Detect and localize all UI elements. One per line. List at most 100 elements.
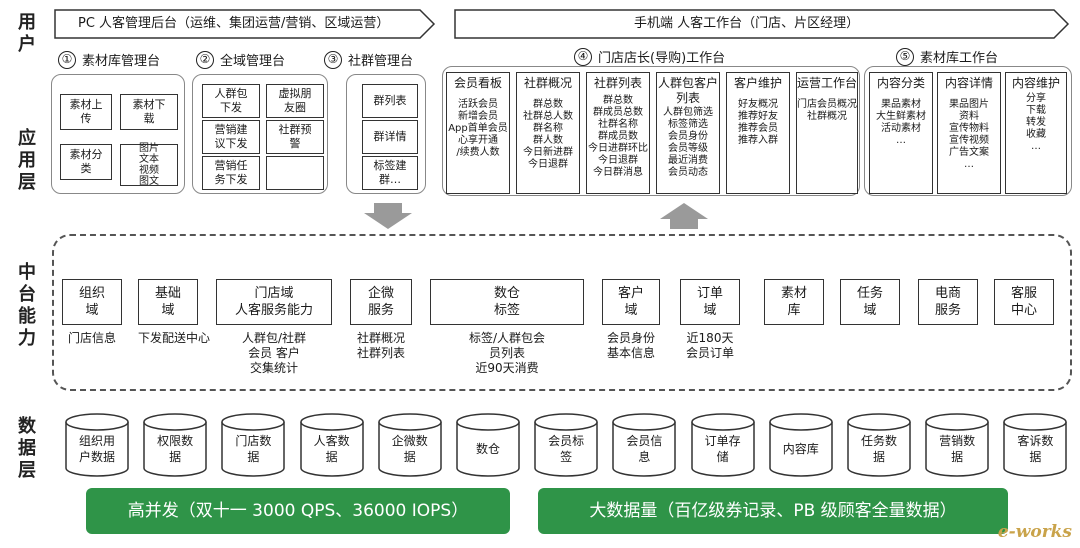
community-mgmt-item[interactable]: 群详情: [362, 120, 418, 154]
database-label: 会员标 签: [548, 434, 585, 464]
database-label: 内容库: [782, 442, 819, 456]
store-column-body: 群总数 群成员总数 社群名称 群成员数 今日进群环比 今日退群 今日群消息: [588, 95, 648, 178]
database-label: 人客数 据: [313, 434, 350, 464]
section-title-store-workbench: ④ 门店店长(导购)工作台: [574, 47, 725, 66]
community-mgmt-item[interactable]: 群列表: [362, 84, 418, 118]
store-column-header: 人群包客户 列表: [657, 76, 718, 105]
global-mgmt-item-empty: [266, 156, 324, 190]
database-cylinder: 订单存 储: [690, 412, 756, 478]
middle-box[interactable]: 素材 库: [764, 279, 824, 325]
section-number: ③: [324, 50, 342, 69]
cylinder-shape: [769, 413, 833, 477]
section-number: ④: [574, 47, 592, 66]
middle-box[interactable]: 数仓 标签: [430, 279, 584, 325]
database-label: 企微数 据: [391, 434, 428, 464]
store-column-body: 群总数 社群总人数 群名称 群人数 今日新进群 今日退群: [523, 99, 573, 170]
section-title-community-mgmt: ③ 社群管理台: [324, 50, 413, 69]
material-mgmt-item[interactable]: 素材下 载: [120, 94, 178, 130]
database-cylinder: 权限数 据: [142, 412, 208, 478]
cylinder-shape: [847, 413, 911, 477]
database-label: 营销数 据: [939, 434, 976, 464]
material-ws-column[interactable]: 内容详情 果品图片 资料 宣传物料 宣传视频 广告文案 …: [937, 72, 1001, 194]
material-mgmt-item[interactable]: 素材分 类: [60, 144, 112, 180]
material-ws-column[interactable]: 内容分类 果品素材 大生鲜素材 活动素材 …: [869, 72, 933, 194]
store-column-body: 好友概况 推荐好友 推荐会员 推荐入群: [738, 99, 778, 146]
material-mgmt-item[interactable]: 图片 文本 视频 图文: [120, 143, 178, 187]
store-column[interactable]: 运营工作台 门店会员概况 社群概况: [796, 72, 858, 194]
material-ws-column-body: 分享 下载 转发 收藏 …: [1026, 93, 1046, 152]
database-label: 权限数 据: [157, 434, 194, 464]
middle-box[interactable]: 企微 服务: [350, 279, 412, 325]
layer-label-middle: 中台能力: [18, 262, 36, 349]
middle-caption: 标签/人群包会 员列表 近90天消费: [468, 331, 546, 375]
database-label: 会员信 息: [626, 434, 663, 464]
cylinder-shape: [456, 413, 520, 477]
global-mgmt-item[interactable]: 营销任 务下发: [202, 156, 260, 190]
up-arrow-icon: [660, 203, 708, 229]
layer-label-application: 应用层: [18, 128, 36, 193]
database-cylinder: 内容库: [768, 412, 834, 478]
cylinder-shape: [65, 413, 129, 477]
database-cylinder: 企微数 据: [377, 412, 443, 478]
database-cylinder: 会员标 签: [533, 412, 599, 478]
middle-box[interactable]: 组织 域: [62, 279, 122, 325]
cylinder-shape: [1003, 413, 1068, 477]
database-cylinder: 人客数 据: [299, 412, 365, 478]
database-label: 任务数 据: [860, 434, 897, 464]
store-column[interactable]: 客户维护 好友概况 推荐好友 推荐会员 推荐入群: [726, 72, 790, 194]
store-column-header: 社群列表: [593, 76, 642, 90]
database-cylinder: 营销数 据: [924, 412, 990, 478]
middle-box[interactable]: 门店域 人客服务能力: [216, 279, 332, 325]
material-ws-column[interactable]: 内容维护 分享 下载 转发 收藏 …: [1005, 72, 1067, 194]
section-title-text: 全域管理台: [220, 54, 286, 69]
global-mgmt-item[interactable]: 人群包 下发: [202, 84, 260, 118]
material-ws-column-header: 内容详情: [944, 76, 993, 90]
footer-high-concurrency: 高并发（双十一 3000 QPS、36000 IOPS）: [86, 488, 510, 534]
middle-box[interactable]: 客服 中心: [994, 279, 1054, 325]
ework-logo: e-works: [997, 522, 1072, 542]
database-cylinder: 数仓: [455, 412, 521, 478]
middle-box[interactable]: 订单 域: [680, 279, 740, 325]
section-title-text: 门店店长(导购)工作台: [598, 51, 726, 66]
middle-box[interactable]: 电商 服务: [918, 279, 978, 325]
store-column-body: 活跃会员 新增会员 App首单会员 心享开通 /续费人数: [448, 99, 508, 158]
community-mgmt-item[interactable]: 标签建 群…: [362, 156, 418, 190]
store-column[interactable]: 社群概况 群总数 社群总人数 群名称 群人数 今日新进群 今日退群: [516, 72, 580, 194]
middle-box[interactable]: 客户 域: [602, 279, 660, 325]
material-ws-column-header: 内容分类: [876, 76, 925, 90]
material-ws-column-body: 果品素材 大生鲜素材 活动素材 …: [876, 99, 926, 146]
store-column-body: 门店会员概况 社群概况: [797, 99, 857, 122]
cylinder-shape: [299, 413, 364, 477]
footer-big-data: 大数据量（百亿级券记录、PB 级顾客全量数据）: [538, 488, 1008, 534]
middle-box[interactable]: 任务 域: [840, 279, 900, 325]
store-column[interactable]: 会员看板 活跃会员 新增会员 App首单会员 心享开通 /续费人数: [446, 72, 510, 194]
database-label: 数仓: [475, 442, 500, 456]
middle-caption: 近180天 会员订单: [685, 331, 734, 360]
section-title-text: 社群管理台: [348, 54, 414, 69]
material-ws-column-body: 果品图片 资料 宣传物料 宣传视频 广告文案 …: [949, 99, 989, 170]
middle-box[interactable]: 基础 域: [138, 279, 198, 325]
database-label: 订单存 储: [704, 434, 741, 464]
global-mgmt-item[interactable]: 社群预 警: [266, 120, 324, 154]
material-mgmt-item[interactable]: 素材上 传: [60, 94, 112, 130]
middle-caption: 门店信息: [67, 331, 116, 345]
cylinder-shape: [378, 413, 442, 477]
global-mgmt-item[interactable]: 营销建 议下发: [202, 120, 260, 154]
middle-platform-frame: [52, 234, 1072, 391]
cylinder-shape: [143, 413, 207, 477]
store-column-header: 社群概况: [523, 76, 572, 90]
global-mgmt-item[interactable]: 虚拟朋 友圈: [266, 84, 324, 118]
store-column-body: 人群包筛选 标签筛选 会员身份 会员等级 最近消费 会员动态: [663, 107, 713, 178]
cylinder-shape: [612, 413, 677, 477]
database-label: 组织用 户数据: [78, 434, 115, 464]
store-column[interactable]: 人群包客户 列表 人群包筛选 标签筛选 会员身份 会员等级 最近消费 会员动态: [656, 72, 720, 194]
cylinder-shape: [690, 413, 755, 477]
layer-label-user: 用户: [18, 12, 36, 55]
store-column[interactable]: 社群列表 群总数 群成员总数 社群名称 群成员数 今日进群环比 今日退群 今日群…: [586, 72, 650, 194]
section-title-text: 素材库管理台: [82, 54, 161, 69]
mobile-banner-text: 手机端 人客工作台（门店、片区经理）: [634, 16, 860, 31]
database-label: 客诉数 据: [1017, 434, 1054, 464]
